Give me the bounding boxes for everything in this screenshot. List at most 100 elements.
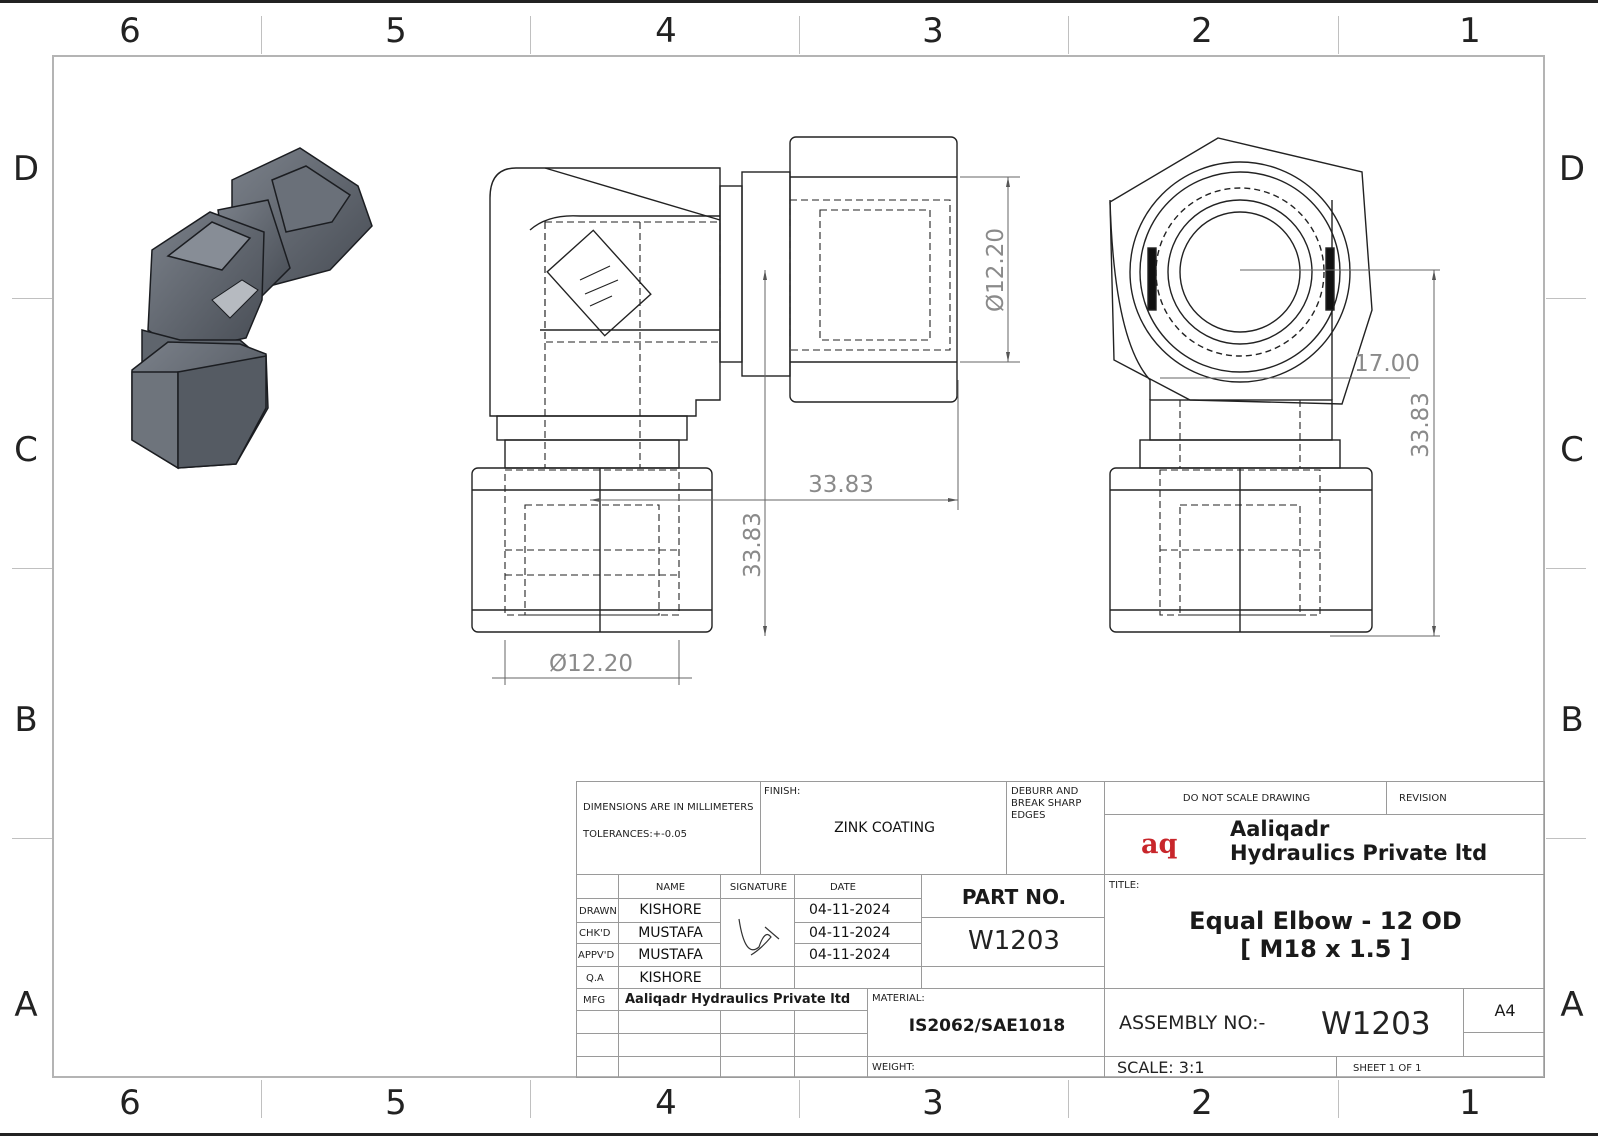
name-checked: MUSTAFA — [638, 925, 703, 941]
zone-col-1-bottom: 1 — [1459, 1083, 1481, 1123]
finish-label: FINISH: — [764, 786, 801, 797]
sheet-size-cell: A4 — [1463, 988, 1545, 1033]
do-not-scale-cell: DO NOT SCALE DRAWING — [1104, 781, 1387, 815]
assembly-label: ASSEMBLY NO:- — [1119, 1012, 1266, 1034]
name-drawn: KISHORE — [639, 902, 702, 918]
side-view — [1109, 137, 1373, 633]
title-block: DIMENSIONS ARE IN MILLIMETERS TOLERANCES… — [576, 781, 1545, 1078]
company-line1: Aaliqadr — [1230, 817, 1330, 841]
zone-tick — [12, 568, 52, 569]
company-name: Aaliqadr Hydraulics Private ltd — [1230, 817, 1487, 865]
zone-tick — [1546, 298, 1586, 299]
zone-row-b-right: B — [1560, 700, 1584, 740]
weight-cell: WEIGHT: — [867, 1056, 1105, 1078]
zone-row-d-right: D — [1558, 149, 1586, 189]
sheet: SHEET 1 OF 1 — [1353, 1063, 1422, 1074]
dim-side-length: 33.83 — [1408, 392, 1434, 458]
zone-tick — [1338, 16, 1339, 54]
zone-row-a-left: A — [14, 985, 38, 1025]
blank-cell — [794, 1056, 868, 1078]
revision-cell: REVISION — [1386, 781, 1545, 815]
name-header-cell: NAME — [618, 874, 721, 899]
company-cell: aq Aaliqadr Hydraulics Private ltd — [1104, 814, 1545, 875]
zone-tick — [261, 16, 262, 54]
deburr-cell: DEBURR AND BREAK SHARP EDGES — [1006, 781, 1105, 875]
role-approved: APPV'D — [578, 950, 615, 961]
role-checked: CHK'D — [579, 928, 611, 939]
signature-cell — [720, 898, 795, 967]
zone-tick — [799, 16, 800, 54]
zone-col-1-top: 1 — [1459, 11, 1481, 51]
weight-label: WEIGHT: — [872, 1062, 915, 1073]
zone-tick — [12, 298, 52, 299]
assembly-cell: ASSEMBLY NO:- W1203 — [1104, 988, 1464, 1057]
date-cell: 04-11-2024 — [794, 922, 922, 944]
company-logo: aq — [1141, 829, 1178, 860]
dim-side-offset: 17.00 — [1354, 351, 1420, 377]
dim-vertical-length: 33.83 — [740, 512, 766, 578]
zone-col-5-top: 5 — [385, 11, 407, 51]
scale-cell: SCALE: 3:1 — [1104, 1056, 1337, 1078]
revision-label: REVISION — [1399, 793, 1447, 804]
zone-tick — [530, 1080, 531, 1118]
do-not-scale: DO NOT SCALE DRAWING — [1182, 793, 1311, 804]
name-cell: KISHORE — [618, 898, 721, 923]
isometric-view — [131, 147, 373, 470]
dim-bore-dia-right: Ø12.20 — [983, 228, 1009, 312]
dim-horizontal-length: 33.83 — [808, 472, 874, 498]
spare-cell — [921, 966, 1105, 989]
grid-corner — [576, 874, 619, 899]
zone-tick — [530, 16, 531, 54]
zone-tick — [1338, 1080, 1339, 1118]
zone-tick — [1068, 1080, 1069, 1118]
blank-cell — [720, 1056, 795, 1078]
zone-row-c-left: C — [14, 430, 38, 470]
finish-cell: FINISH: ZINK COATING — [760, 781, 1007, 875]
blank-cell — [1463, 1032, 1545, 1057]
zone-row-b-left: B — [14, 700, 38, 740]
mfg-label-cell: MFG — [576, 988, 619, 1011]
zone-col-2-top: 2 — [1191, 11, 1213, 51]
zone-tick — [261, 1080, 262, 1118]
date-drawn: 04-11-2024 — [809, 902, 891, 918]
zone-tick — [1546, 838, 1586, 839]
date-cell — [794, 966, 922, 989]
blank-cell — [618, 1056, 721, 1078]
assembly-value: W1203 — [1321, 1006, 1431, 1042]
signature-header: SIGNATURE — [729, 882, 788, 893]
zone-col-3-top: 3 — [922, 11, 944, 51]
name-cell: MUSTAFA — [618, 943, 721, 967]
front-view — [471, 136, 958, 633]
zone-col-2-bottom: 2 — [1191, 1083, 1213, 1123]
sheet-size: A4 — [1494, 1001, 1516, 1020]
role-cell: DRAWN — [576, 898, 619, 923]
zone-tick — [799, 1080, 800, 1118]
role-drawn: DRAWN — [579, 906, 617, 917]
mfg-value: Aaliqadr Hydraulics Private ltd — [625, 992, 851, 1007]
blank-cell — [576, 1010, 619, 1034]
zone-tick — [12, 838, 52, 839]
material-label: MATERIAL: — [872, 993, 925, 1004]
sheet-cell: SHEET 1 OF 1 — [1336, 1056, 1545, 1078]
title-line1: Equal Elbow - 12 OD — [1189, 907, 1462, 935]
finish-value: ZINK COATING — [834, 820, 935, 836]
sheet-bottom-edge — [0, 1133, 1598, 1136]
date-approved: 04-11-2024 — [809, 947, 891, 963]
date-header: DATE — [829, 882, 856, 893]
blank-cell — [576, 1033, 619, 1057]
part-no-label: PART NO. — [961, 885, 1067, 909]
dim-bore-dia-bottom: Ø12.20 — [549, 651, 633, 677]
zone-col-5-bottom: 5 — [385, 1083, 407, 1123]
zone-row-c-right: C — [1560, 430, 1584, 470]
dims-note: DIMENSIONS ARE IN MILLIMETERS — [583, 802, 754, 813]
company-line2: Hydraulics Private ltd — [1230, 841, 1488, 865]
zone-col-4-top: 4 — [655, 11, 677, 51]
role-cell: APPV'D — [576, 943, 619, 967]
date-cell: 04-11-2024 — [794, 943, 922, 967]
zone-row-a-right: A — [1560, 985, 1584, 1025]
date-header-cell: DATE — [794, 874, 922, 899]
date-checked: 04-11-2024 — [809, 925, 891, 941]
zone-col-6-bottom: 6 — [119, 1083, 141, 1123]
material-cell: MATERIAL: IS2062/SAE1018 — [867, 988, 1105, 1057]
